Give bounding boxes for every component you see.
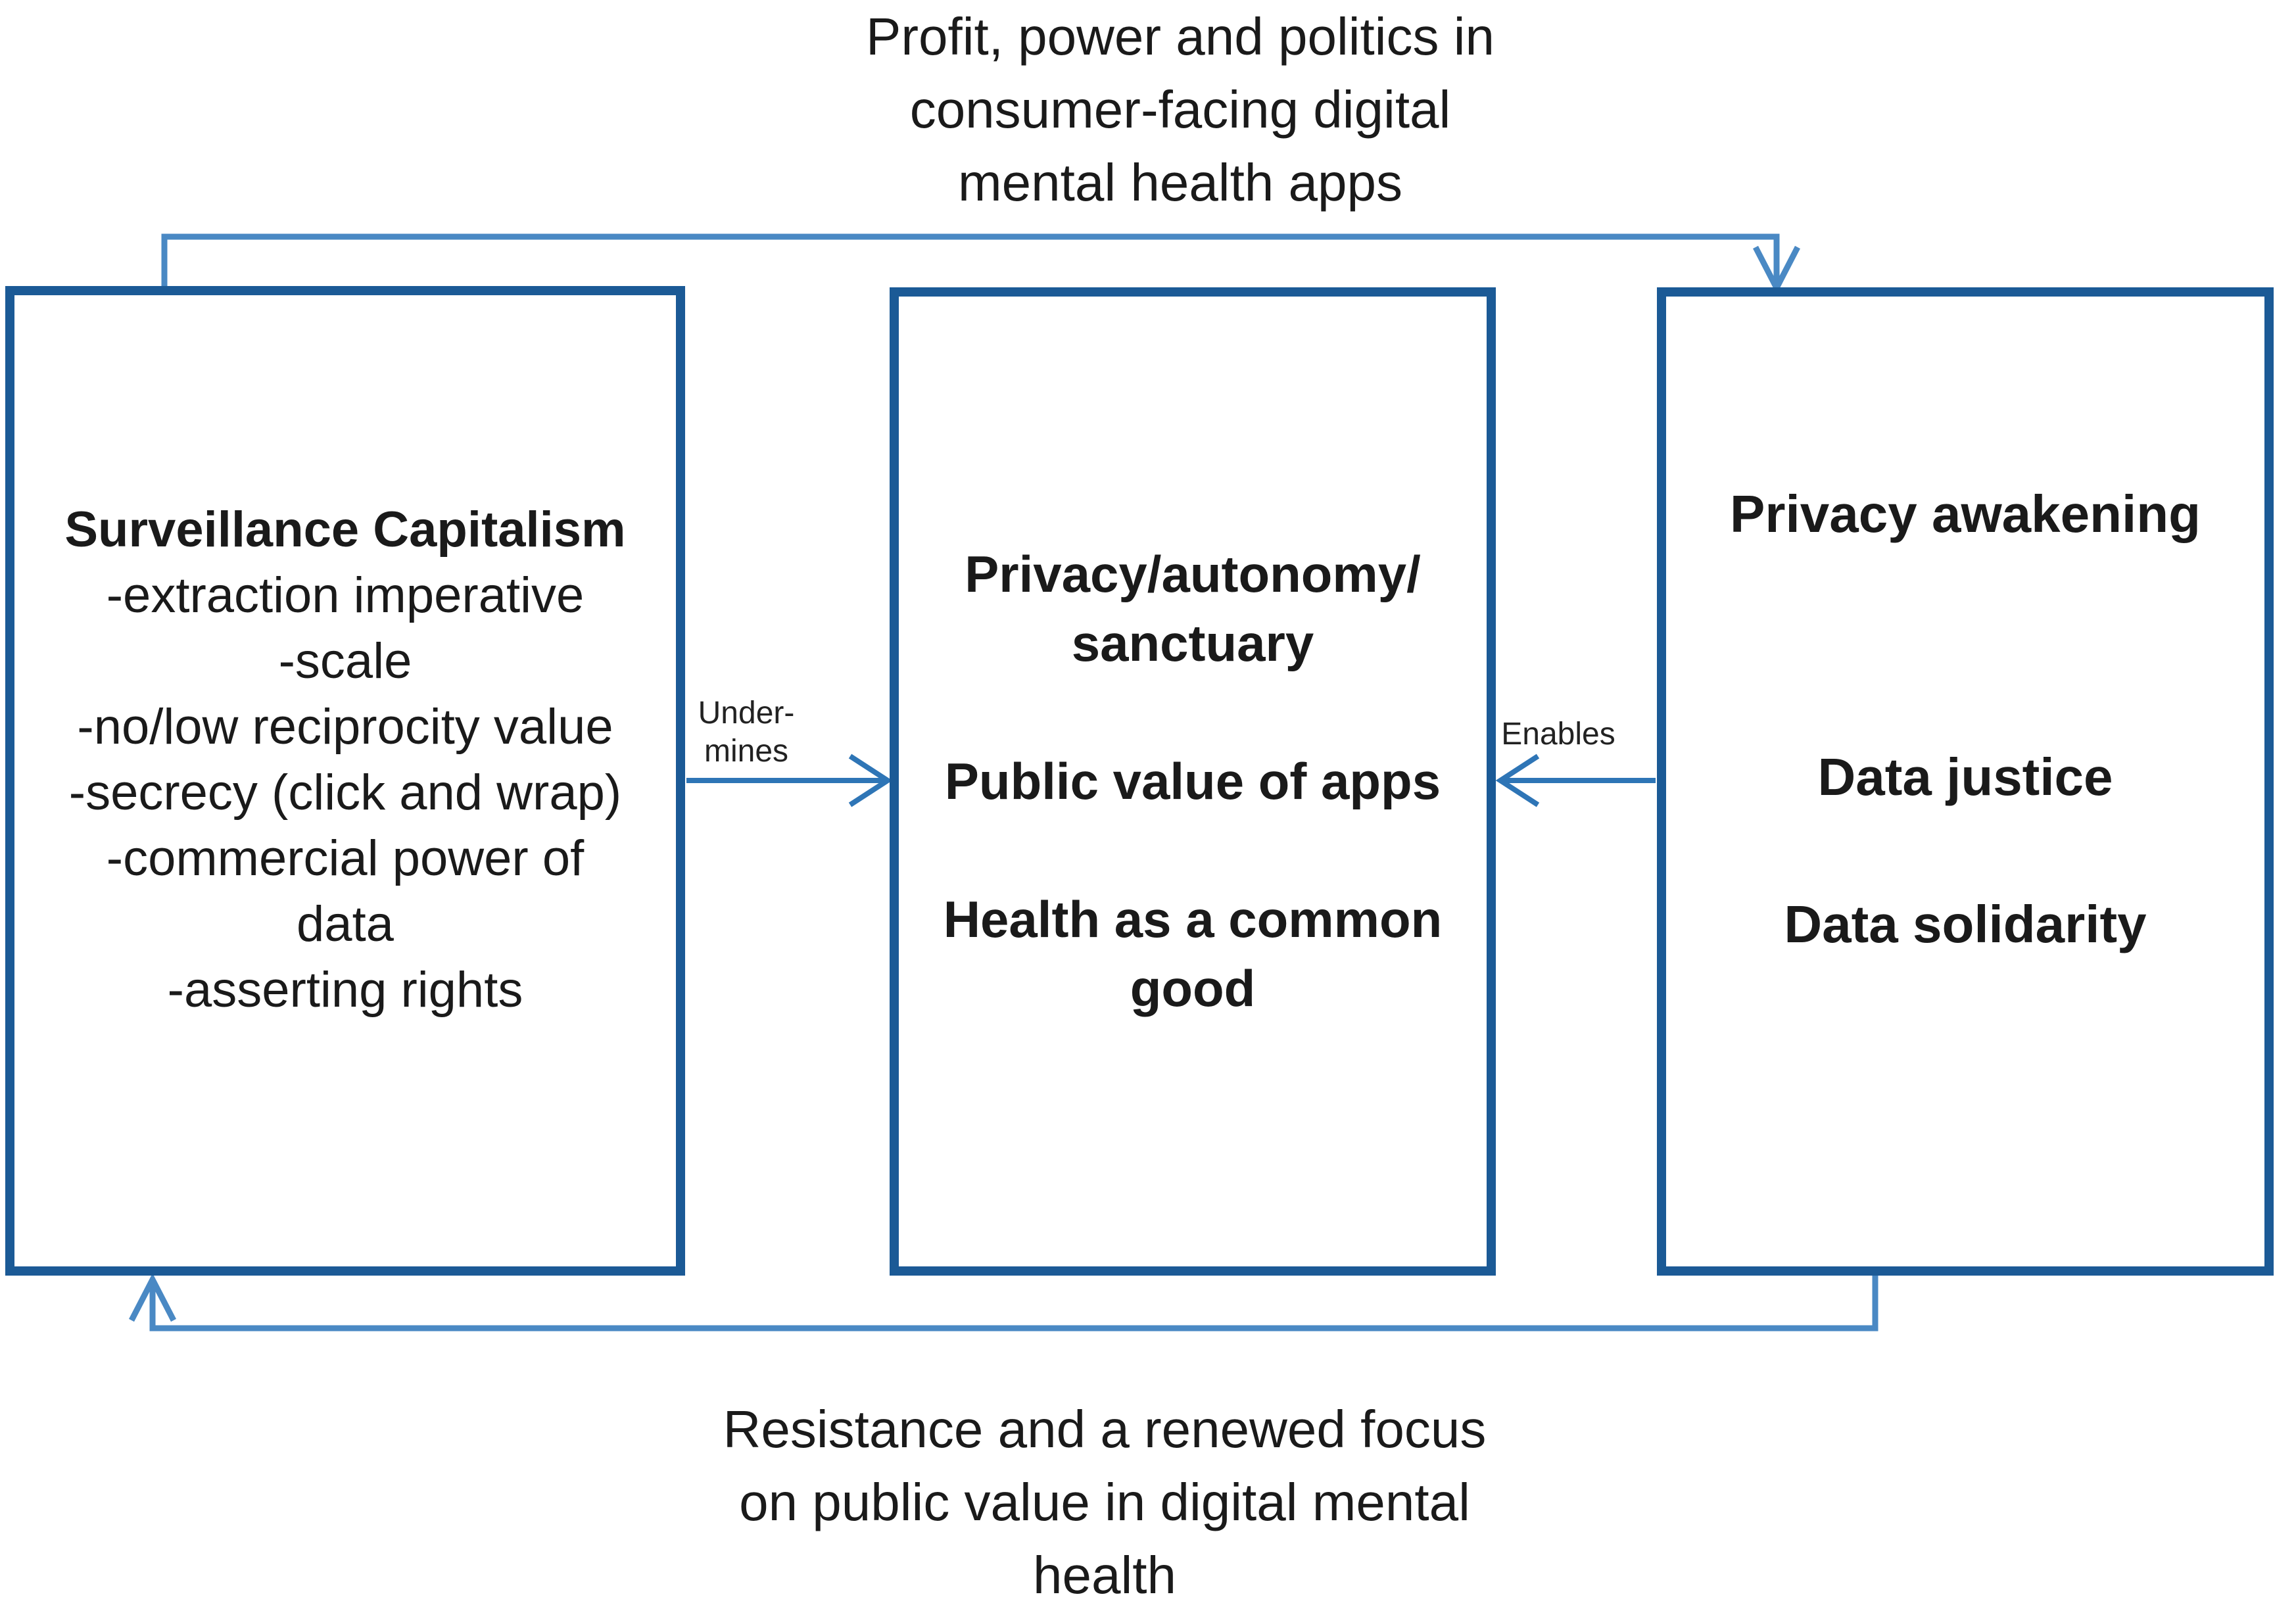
box-title: Surveillance Capitalism (64, 501, 626, 558)
enables-label: Enables (1501, 717, 1615, 752)
enables-arrow (1495, 754, 1656, 807)
box-item: -secrecy (click and wrap) (68, 764, 622, 821)
bottom-feedback-arrow (129, 1272, 1878, 1331)
arrowhead-left-icon (1495, 754, 1540, 807)
box-item: -extraction imperative (106, 567, 585, 623)
box-line: Health as a common good (943, 890, 1443, 1017)
privacy-movements-box: Privacy awakening Data justice Data soli… (1657, 287, 2274, 1276)
public-value-box: Privacy/autonomy/ sanctuary Public value… (890, 287, 1496, 1276)
arrowhead-up-icon (129, 1273, 176, 1322)
undermines-label: Under- mines (698, 696, 795, 769)
top-flow-label: Profit, power and politics in consumer-f… (865, 7, 1495, 212)
box-line: Public value of apps (944, 752, 1441, 810)
box-line: Privacy awakening (1730, 484, 2201, 543)
surveillance-capitalism-box: Surveillance Capitalism -extraction impe… (5, 286, 685, 1276)
undermines-arrow (686, 754, 893, 807)
bottom-flow-label: Resistance and a renewed focus on public… (723, 1400, 1487, 1604)
top-feedback-arrow (161, 233, 1800, 295)
box-item: -scale (278, 633, 412, 689)
box-line: Data solidarity (1784, 894, 2147, 953)
box-line: Data justice (1817, 747, 2113, 806)
box-line: Privacy/autonomy/ sanctuary (965, 545, 1421, 672)
box-item: -commercial power of data (106, 830, 585, 952)
box-item: -no/low reciprocity value (77, 698, 613, 755)
arrowhead-right-icon (848, 754, 893, 807)
box-item: -asserting rights (167, 961, 523, 1018)
